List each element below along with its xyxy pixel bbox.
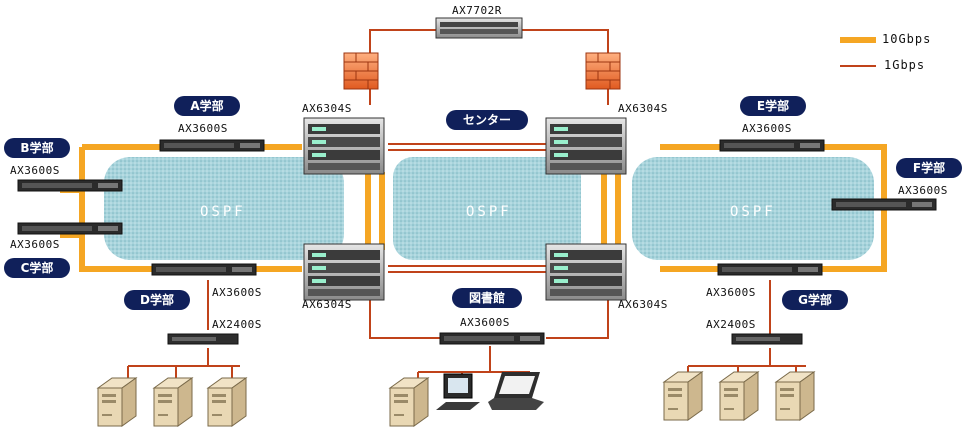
top-router	[435, 17, 523, 39]
badge-c: C学部	[4, 258, 70, 278]
firewall-icon	[585, 52, 621, 90]
label-sw-a: AX3600S	[178, 122, 228, 135]
ospf-label-left: OSPF	[200, 204, 246, 220]
switch-icon	[159, 139, 265, 152]
label-core-tl: AX6304S	[302, 102, 352, 115]
switch-icon	[719, 139, 825, 152]
label-edge-g: AX2400S	[706, 318, 756, 331]
badge-library: 図書館	[452, 288, 522, 308]
server-icon	[207, 377, 247, 427]
server-icon	[775, 371, 815, 421]
ospf-area-right	[632, 157, 874, 260]
label-sw-f: AX3600S	[898, 184, 948, 197]
badge-e: E学部	[740, 96, 806, 116]
label-sw-d: AX3600S	[212, 286, 262, 299]
switch-icon	[831, 198, 937, 211]
server-icon	[153, 377, 193, 427]
label-core-tr: AX6304S	[618, 102, 668, 115]
label-core-br: AX6304S	[618, 298, 668, 311]
switch-icon	[151, 263, 257, 276]
ospf-label-center: OSPF	[466, 204, 512, 220]
badge-d: D学部	[124, 290, 190, 310]
switch-icon	[439, 332, 545, 345]
label-sw-lib: AX3600S	[460, 316, 510, 329]
chassis-switch-icon	[545, 117, 627, 175]
firewall-icon	[343, 52, 379, 90]
switch-icon	[731, 333, 803, 345]
server-icon	[389, 377, 429, 427]
label-core-bl: AX6304S	[302, 298, 352, 311]
ospf-area-left	[104, 157, 344, 260]
server-icon	[719, 371, 759, 421]
desktop-pc-icon	[436, 373, 480, 410]
badge-a: A学部	[174, 96, 240, 116]
switch-icon	[167, 333, 239, 345]
legend-1g-label: 1Gbps	[884, 58, 926, 72]
server-icon	[663, 371, 703, 421]
laptop-icon	[488, 372, 544, 410]
switch-icon	[717, 263, 823, 276]
label-top-router: AX7702R	[452, 4, 502, 17]
label-sw-c: AX3600S	[10, 238, 60, 251]
switch-icon	[17, 222, 123, 235]
label-sw-e: AX3600S	[742, 122, 792, 135]
chassis-switch-icon	[545, 243, 627, 301]
ospf-label-right: OSPF	[730, 204, 776, 220]
label-edge-d: AX2400S	[212, 318, 262, 331]
server-icon	[97, 377, 137, 427]
badge-g: G学部	[782, 290, 848, 310]
badge-f: F学部	[896, 158, 962, 178]
label-sw-b: AX3600S	[10, 164, 60, 177]
links-1g	[127, 29, 806, 384]
switch-icon	[17, 179, 123, 192]
label-sw-g: AX3600S	[706, 286, 756, 299]
ospf-area-center	[393, 157, 581, 260]
chassis-switch-icon	[303, 243, 385, 301]
badge-center: センター	[446, 110, 528, 130]
badge-b: B学部	[4, 138, 70, 158]
chassis-switch-icon	[303, 117, 385, 175]
legend-10g-label: 10Gbps	[882, 32, 932, 46]
